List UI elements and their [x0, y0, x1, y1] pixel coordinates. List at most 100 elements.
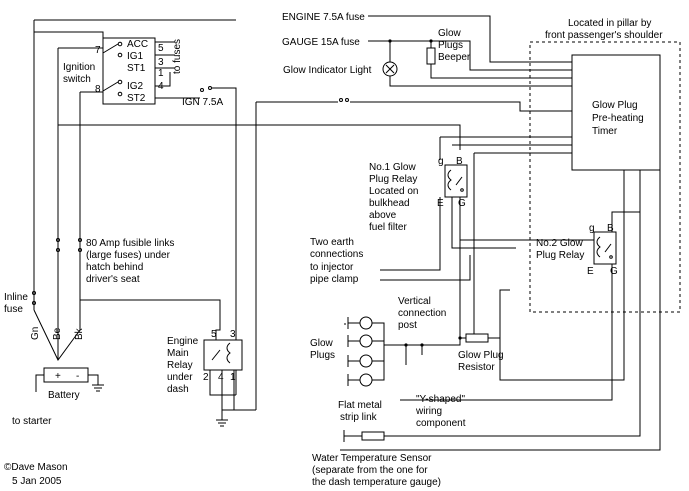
timer-label-1: Glow Plug: [592, 100, 638, 111]
glow-indicator-label: Glow Indicator Light: [283, 65, 372, 76]
relay1-B: B: [456, 156, 463, 167]
top-feeds: ENGINE 7.5A fuse GAUGE 15A fuse Glow Ind…: [282, 12, 572, 87]
ignition-switch: ACC IG1 ST1 IG2 ST2 7 8 5 4 3 1 Ignition…: [63, 37, 183, 105]
ign-fuse-label: IGN 7.5A: [182, 97, 223, 108]
engine-main-relay: 5 3 2 4 1 Engine Main Relay under dash: [167, 329, 243, 395]
relay1-label-4: bulkhead: [369, 198, 410, 209]
pin4-label: 4: [158, 81, 164, 92]
beeper-label-2: Plugs: [438, 40, 463, 51]
engine-fuse-label: ENGINE 7.5A fuse: [282, 12, 365, 23]
main-relay-label-2: Main: [167, 348, 189, 359]
earth-label-2: connections: [310, 249, 363, 260]
beeper-label-3: Beeper: [438, 52, 471, 63]
relay2-B: B: [607, 223, 614, 234]
relay1-label-5: above: [369, 210, 397, 221]
glow-plugs-label-1: Glow: [310, 338, 334, 349]
earth-connections: Two earth connections to injector pipe c…: [310, 197, 471, 285]
pin1-label: 1: [158, 68, 164, 79]
main-pin1: 1: [230, 372, 236, 383]
st1-label: ST1: [127, 63, 146, 74]
pin5-label: 5: [158, 43, 164, 54]
glow-plugs: Glow Plugs: [310, 316, 385, 387]
water-label-1: Water Temperature Sensor: [312, 453, 432, 464]
pillar-label-1: Located in pillar by: [568, 18, 651, 29]
glow-plug-relay-2: g B E G No.2 Glow Plug Relay: [536, 223, 618, 277]
relay1-label-6: fuel filter: [369, 222, 407, 233]
to-starter-label: to starter: [12, 416, 52, 427]
water-temp-sensor: Water Temperature Sensor (separate from …: [312, 430, 441, 488]
main-relay-label-4: under: [167, 372, 193, 383]
gauge-fuse-label: GAUGE 15A fuse: [282, 37, 360, 48]
inline-label-2: fuse: [4, 304, 23, 315]
fusible-label-1: 80 Amp fusible links: [86, 238, 174, 249]
yshape-label-3: component: [416, 418, 466, 429]
relay1-g: g: [438, 156, 444, 167]
relay1-label-2: Plug Relay: [369, 174, 417, 185]
beeper-icon: [426, 47, 436, 65]
resistor-label-2: Resistor: [458, 362, 495, 373]
earth-label-3: to injector: [310, 262, 354, 273]
relay2-label-1: No.2 Glow: [536, 238, 583, 249]
strip-label-2: strip link: [340, 412, 378, 423]
st2-label: ST2: [127, 93, 146, 104]
credit-date: 5 Jan 2005: [12, 476, 62, 487]
relay2-label-2: Plug Relay: [536, 250, 584, 261]
wire-bk-label: Bk: [74, 327, 85, 340]
relay2-E: E: [587, 266, 594, 277]
relay1-label-1: No.1 Glow: [369, 162, 416, 173]
fusible-label-4: driver's seat: [86, 274, 140, 285]
glow-plug-relay-1: g B E G No.1 Glow Plug Relay Located on …: [369, 156, 468, 233]
relay1-G: G: [458, 198, 466, 209]
pin7-label: 7: [95, 45, 101, 56]
strip-label-1: Flat metal: [338, 400, 382, 411]
ig1-label: IG1: [127, 51, 144, 62]
acc-label: ACC: [127, 39, 148, 50]
vertical-label-1: Vertical: [398, 296, 431, 307]
resistor-icon: [465, 333, 489, 343]
relay1-label-3: Located on: [369, 186, 419, 197]
ig2-label: IG2: [127, 81, 144, 92]
inline-label-1: Inline: [4, 292, 28, 303]
ign-fuse: IGN 7.5A: [178, 86, 237, 395]
timer-label-3: Timer: [592, 126, 618, 137]
vertical-label-3: post: [398, 320, 417, 331]
battery-label: Battery: [48, 390, 80, 401]
pin8-label: 8: [95, 84, 101, 95]
vertical-label-2: connection: [398, 308, 446, 319]
glow-plugs-label-2: Plugs: [310, 350, 335, 361]
battery-plus: +: [55, 371, 61, 382]
main-pin3: 3: [230, 329, 236, 340]
earth-label-1: Two earth: [310, 237, 354, 248]
relay2-g: g: [589, 223, 595, 234]
timer-label-2: Pre-heating: [592, 113, 644, 124]
fusible-links: 80 Amp fusible links (large fuses) under…: [56, 238, 174, 285]
main-pin4: 4: [218, 372, 224, 383]
ignition-label-1: Ignition: [63, 62, 95, 73]
earth-label-4: pipe clamp: [310, 274, 359, 285]
pillar-label-2: front passenger's shoulder: [545, 30, 663, 41]
fusible-label-2: (large fuses) under: [86, 250, 171, 261]
beeper-label-1: Glow: [438, 28, 462, 39]
main-relay-label-1: Engine: [167, 336, 199, 347]
resistor-label-1: Glow Plug: [458, 350, 504, 361]
relay2-G: G: [610, 266, 618, 277]
pin3-label: 3: [158, 57, 164, 68]
ignition-label-2: switch: [63, 74, 91, 85]
yshape-label-1: "Y-shaped": [416, 394, 465, 405]
yshape-label-2: wiring: [415, 406, 442, 417]
credit-name: ©Dave Mason: [4, 462, 68, 473]
water-label-2: (separate from the one for: [312, 465, 428, 476]
to-fuses-label: to fuses: [172, 39, 183, 74]
main-relay-label-5: dash: [167, 384, 189, 395]
water-label-3: the dash temperature gauge): [312, 477, 441, 488]
battery: + - Battery to starter: [12, 367, 104, 427]
pillar-enclosure: Located in pillar by front passenger's s…: [529, 18, 681, 313]
battery-minus: -: [76, 371, 79, 382]
main-pin2: 2: [203, 372, 209, 383]
main-pin5: 5: [211, 329, 217, 340]
preheating-timer: Glow Plug Pre-heating Timer: [571, 54, 661, 171]
fusible-label-3: hatch behind: [86, 262, 143, 273]
main-relay-label-3: Relay: [167, 360, 193, 371]
wire-gn-label: Gn: [30, 327, 41, 340]
